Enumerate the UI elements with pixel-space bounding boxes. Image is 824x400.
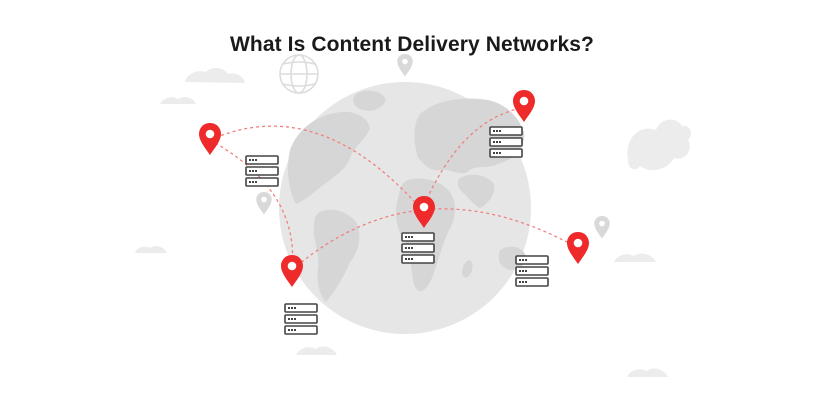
location-pin-icon (281, 255, 303, 287)
location-pin-icon (199, 123, 221, 155)
location-pin-icon (594, 216, 610, 239)
server-rack-icon (515, 255, 549, 287)
location-pin-icon (397, 54, 413, 77)
page-title: What Is Content Delivery Networks? (230, 33, 594, 56)
world-globe (279, 82, 531, 334)
globe-icon (279, 54, 319, 94)
location-pin-icon (513, 90, 535, 122)
cloud-icon (627, 368, 668, 377)
location-pin-icon (256, 192, 272, 215)
cloud-icon (185, 68, 245, 83)
server-rack-icon (401, 232, 435, 264)
cloud-icon (160, 96, 196, 104)
cloud-icon (135, 245, 167, 253)
background-clouds (135, 68, 668, 377)
server-rack-icon (245, 155, 279, 187)
server-rack-icon (489, 126, 523, 158)
leaf-icon (627, 119, 691, 171)
location-pin-icon (567, 232, 589, 264)
cloud-icon (296, 346, 337, 355)
cloud-icon (614, 253, 656, 262)
server-rack-icon (284, 303, 318, 335)
